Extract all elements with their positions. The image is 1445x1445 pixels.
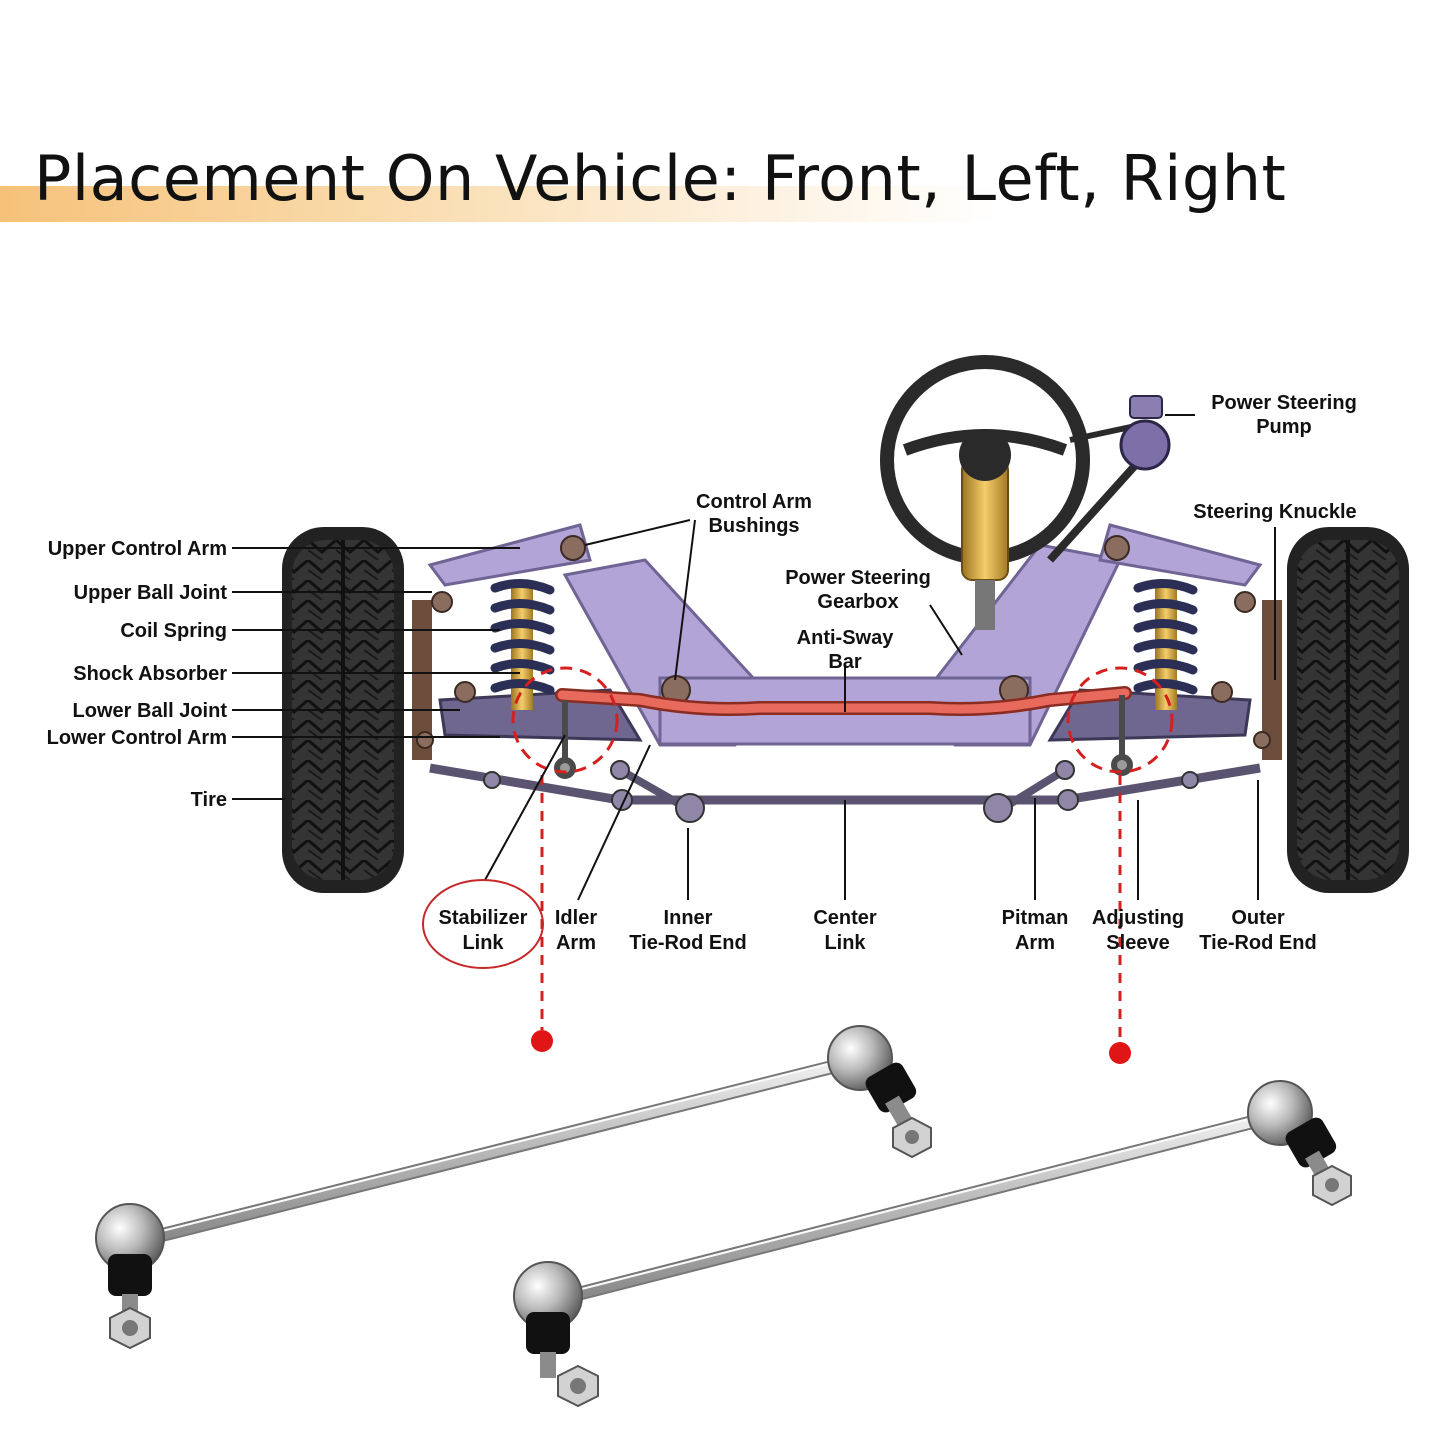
label-power-steering-pump-line2: Pump	[1256, 416, 1312, 438]
label-inner-tie-rod-end-line2: Tie-Rod End	[629, 932, 746, 954]
label-pitman-arm-line1: Pitman	[1002, 907, 1069, 929]
label-power-steering-pump-line1: Power Steering	[1211, 392, 1357, 414]
label-lower-control-arm: Lower Control Arm	[47, 727, 227, 749]
right-coil-spring	[1133, 579, 1198, 710]
car-stabilizer-links	[554, 695, 1133, 779]
label-center-link-line2: Link	[824, 932, 866, 954]
label-pitman-arm-line2: Arm	[1015, 932, 1055, 954]
label-stabilizer-link-line1: Stabilizer	[439, 907, 528, 929]
label-center-link-line1: Center	[813, 907, 877, 929]
label-tire: Tire	[191, 789, 227, 811]
product-stabilizer-link-1	[95, 1025, 932, 1350]
ball-joints	[416, 535, 1271, 749]
label-coil-spring: Coil Spring	[120, 620, 227, 642]
label-steering-knuckle: Steering Knuckle	[1193, 501, 1356, 523]
label-lower-ball-joint: Lower Ball Joint	[73, 700, 228, 722]
leader-lines	[232, 414, 1276, 901]
label-inner-tie-rod-end-line1: Inner	[664, 907, 713, 929]
label-anti-sway-bar-line1: Anti-Sway	[797, 627, 895, 649]
steering-wheel	[880, 355, 1090, 630]
left-steering-knuckle	[412, 600, 432, 760]
label-power-steering-gearbox-line2: Gearbox	[817, 591, 898, 613]
title-highlight-band	[0, 186, 1000, 222]
right-tire	[1287, 527, 1409, 893]
right-link-marker-dot	[1109, 1042, 1131, 1064]
power-steering-pump	[1047, 395, 1171, 563]
left-coil-spring	[490, 579, 555, 710]
label-control-arm-bushings-line1: Control Arm	[696, 491, 812, 513]
label-anti-sway-bar-line2: Bar	[828, 651, 862, 673]
label-power-steering-gearbox-line1: Power Steering	[785, 567, 931, 589]
part-labels: Upper Control Arm Upper Ball Joint Coil …	[47, 392, 1357, 969]
label-idler-arm-line2: Arm	[556, 932, 596, 954]
label-outer-tie-rod-end-line2: Tie-Rod End	[1199, 932, 1316, 954]
stabilizer-link-highlights	[511, 666, 1174, 1040]
label-stabilizer-link-line2: Link	[462, 932, 504, 954]
label-upper-control-arm: Upper Control Arm	[48, 538, 227, 560]
label-adjusting-sleeve-line2: Sleeve	[1106, 932, 1169, 954]
label-shock-absorber: Shock Absorber	[73, 663, 227, 685]
label-adjusting-sleeve-line1: Adjusting	[1092, 907, 1184, 929]
page-title: Placement On Vehicle: Front, Left, Right	[34, 142, 1287, 215]
right-steering-knuckle	[1262, 600, 1282, 760]
left-link-marker-dot	[531, 1030, 553, 1052]
label-upper-ball-joint: Upper Ball Joint	[74, 582, 228, 604]
label-idler-arm-line1: Idler	[555, 907, 597, 929]
product-stabilizer-link-2	[513, 1080, 1352, 1408]
right-lower-control-arm	[1047, 688, 1252, 742]
label-control-arm-bushings-line2: Bushings	[708, 515, 799, 537]
label-outer-tie-rod-end-line1: Outer	[1231, 907, 1285, 929]
stabilizer-link-label-circle	[422, 879, 544, 969]
